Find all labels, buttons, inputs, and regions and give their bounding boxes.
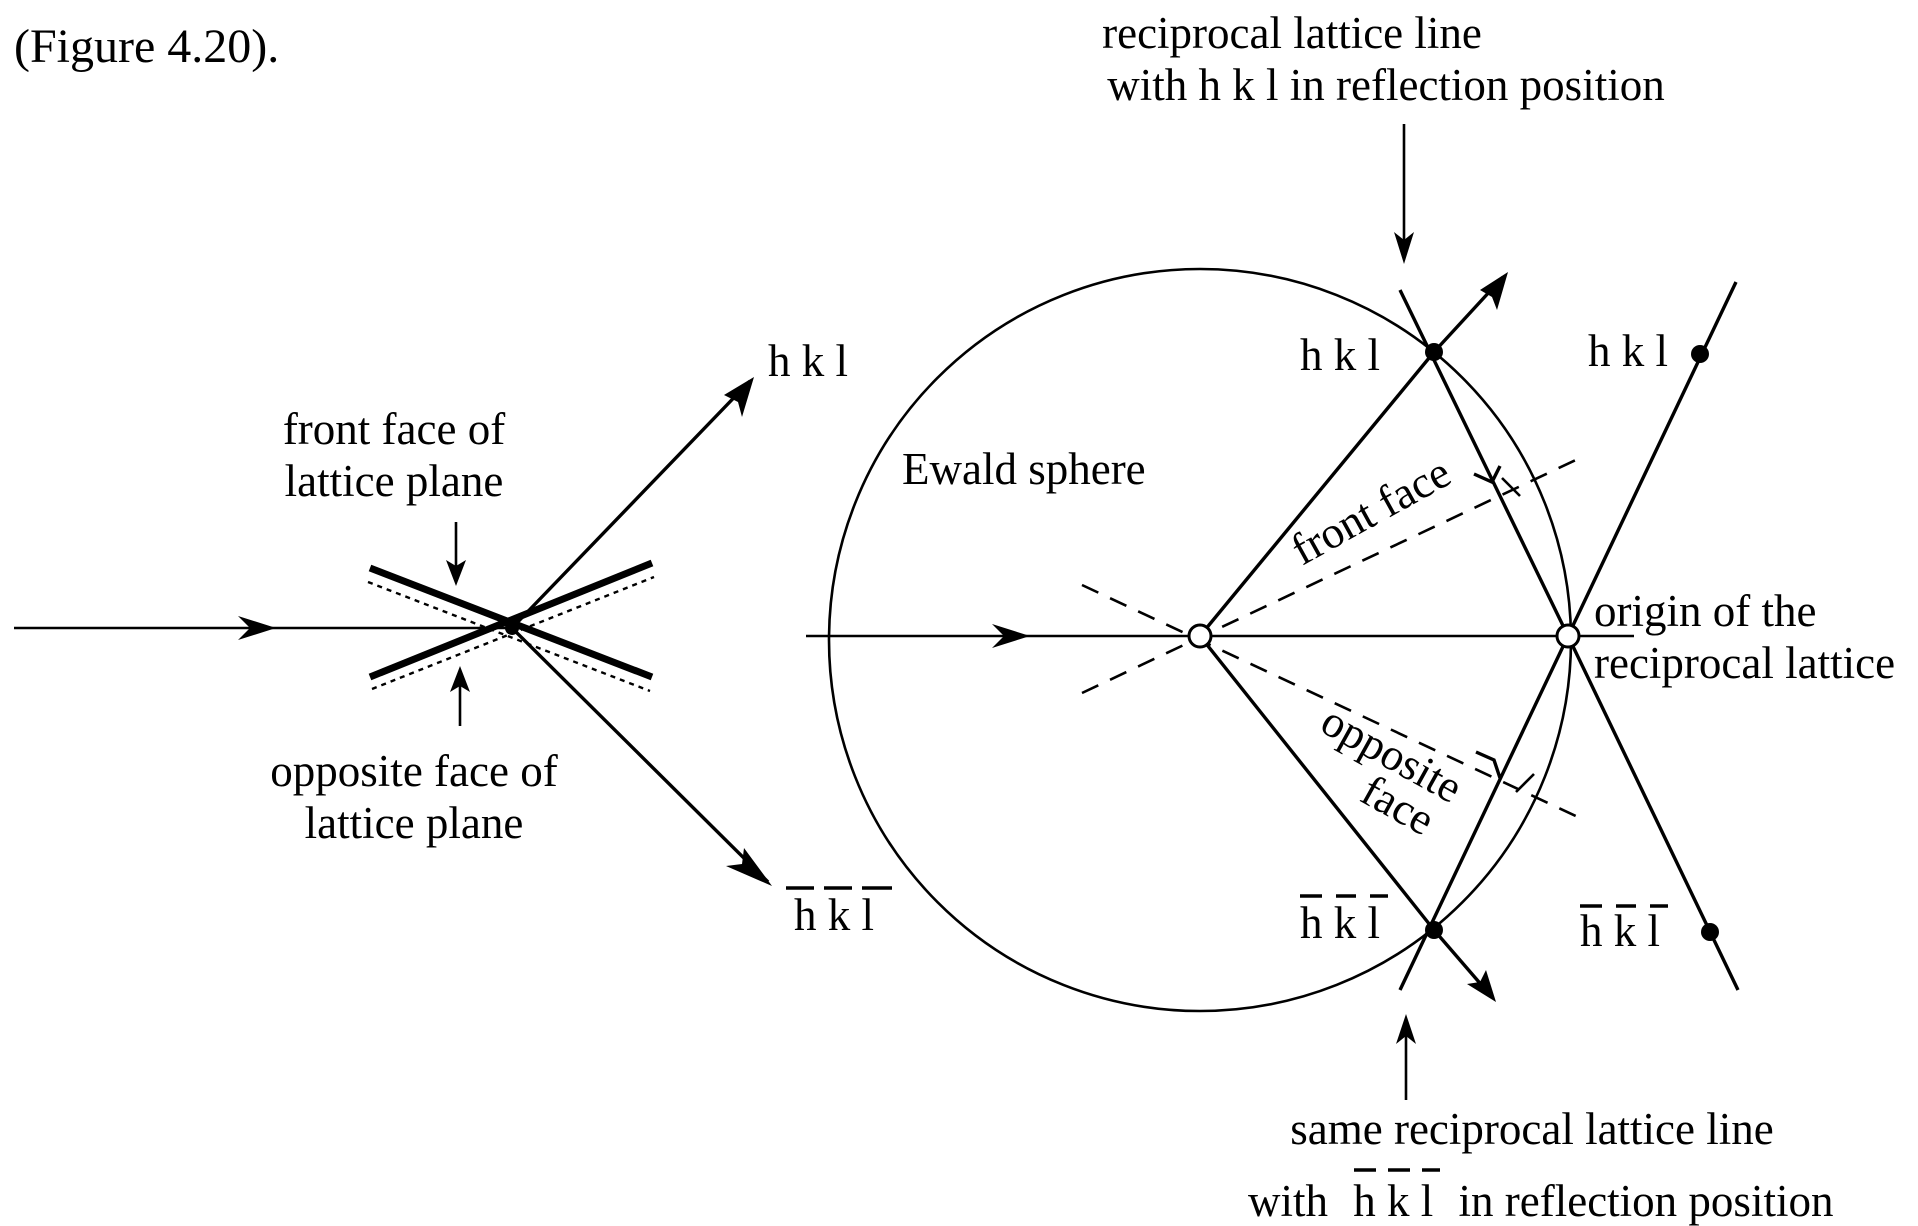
top-note-line2: with h k l in reflection position	[1107, 60, 1664, 110]
second-recip-line-upper	[1566, 281, 1738, 637]
right-angle-mark-lower	[1475, 750, 1502, 779]
tick-lower	[1515, 773, 1535, 793]
reflection-point-hkl	[1425, 343, 1443, 361]
origin-label-line1: origin of the	[1594, 586, 1816, 636]
bottom-note-hkl: h k l	[1353, 1176, 1433, 1226]
bottom-note-with: with	[1248, 1176, 1328, 1226]
dashed-plane-a	[1081, 583, 1581, 820]
left-hkl-bar-label: h k l	[794, 890, 874, 940]
reflected-arrowhead-down	[1467, 970, 1496, 1002]
line-center-to-hkl	[1198, 350, 1436, 638]
lattice-plane-line-b	[368, 559, 654, 681]
opposite-face-pointer-head	[450, 666, 470, 692]
top-note-line1: reciprocal lattice line	[1102, 8, 1482, 58]
bottom-note-pointer-head	[1396, 1014, 1416, 1044]
right-upper-point-label: h k l	[1588, 326, 1668, 376]
sphere-center-point	[1187, 623, 1213, 649]
tick-upper	[1501, 477, 1521, 497]
front-face-line1: front face of	[283, 404, 505, 454]
bottom-note-line2: with h k l in reflection position	[1248, 1176, 1833, 1226]
front-face-line2: lattice plane	[285, 456, 504, 506]
face-offset-line-a	[367, 580, 651, 693]
incident-arrowhead-left	[238, 616, 276, 640]
dashed-plane-b	[1081, 456, 1581, 695]
incident-arrowhead-right	[992, 624, 1030, 648]
diffracted-arrowhead-down	[726, 848, 772, 886]
front-face-pointer-head	[446, 560, 466, 586]
bottom-note-suffix: in reflection position	[1459, 1176, 1834, 1226]
opposite-face-line2: lattice plane	[305, 798, 524, 848]
origin-label-line2: reciprocal lattice	[1594, 638, 1895, 688]
opposite-face-line1: opposite face of	[270, 746, 557, 796]
diffracted-arrowhead-up	[724, 377, 754, 417]
lattice-point-hkl-right	[1691, 345, 1709, 363]
right-lower-point-label: h k l	[1580, 906, 1660, 956]
figure-caption-fragment: (Figure 4.20).	[14, 20, 279, 73]
ewald-sphere-label: Ewald sphere	[902, 444, 1146, 494]
left-hkl-label: h k l	[768, 336, 848, 386]
diffracted-beam-down	[510, 626, 770, 884]
top-note-pointer-head	[1394, 232, 1414, 264]
bottom-note-line1: same reciprocal lattice line	[1290, 1104, 1774, 1154]
lattice-point-hkl-bar-right	[1701, 923, 1719, 941]
left-panel: h k l h k l front face of lattice plane …	[14, 336, 892, 940]
reciprocal-origin-point	[1555, 623, 1581, 649]
diffracted-beam-up	[510, 379, 752, 630]
upper-point-label: h k l	[1300, 330, 1380, 380]
right-angle-mark-upper	[1473, 465, 1502, 485]
reflection-point-hkl-bar	[1425, 921, 1443, 939]
lower-point-label: h k l	[1300, 898, 1380, 948]
right-panel: Ewald sphere h k	[806, 8, 1895, 1226]
line-center-to-hkl-bar	[1198, 634, 1436, 932]
reflected-arrowhead-up	[1480, 272, 1508, 310]
